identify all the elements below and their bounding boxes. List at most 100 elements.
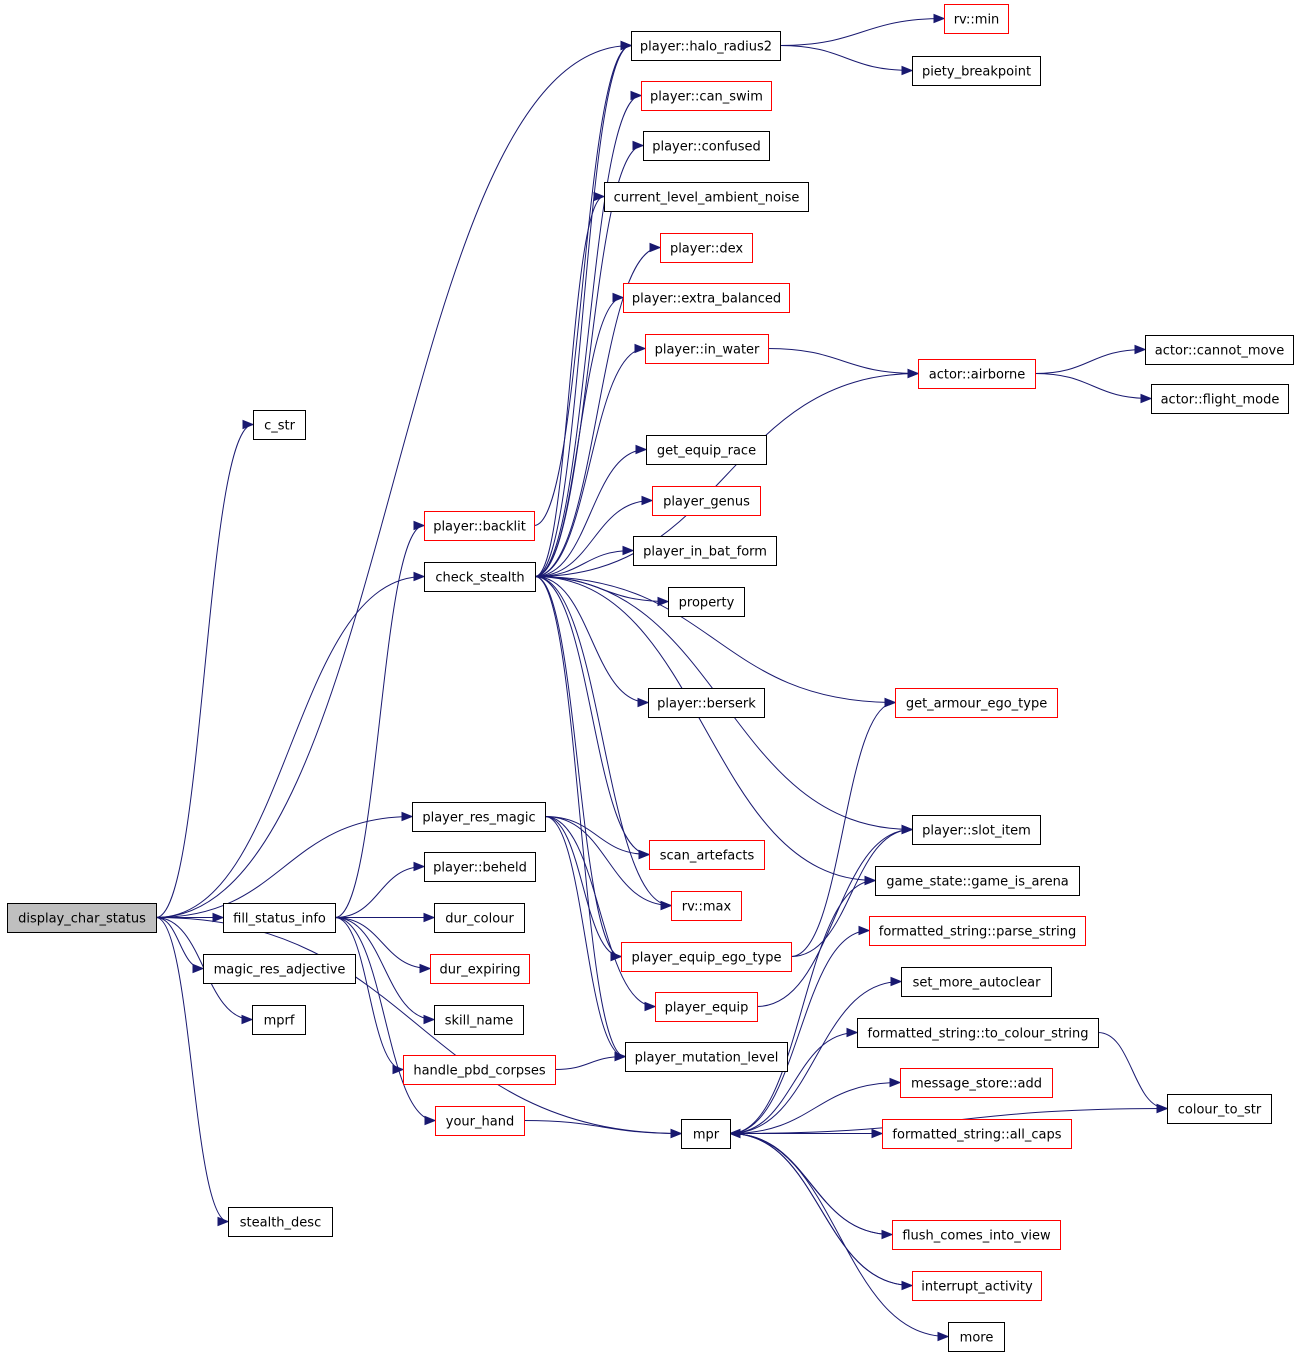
node-set_more_autoclear[interactable]: set_more_autoclear bbox=[901, 967, 1052, 997]
node-box-player_extra_balanced[interactable] bbox=[623, 283, 790, 313]
node-game_state_game_is_arena[interactable]: game_state::game_is_arena bbox=[875, 866, 1080, 896]
node-handle_pbd_corpses[interactable]: handle_pbd_corpses bbox=[403, 1055, 556, 1085]
node-player_in_bat_form[interactable]: player_in_bat_form bbox=[633, 536, 777, 566]
node-box-piety_breakpoint[interactable] bbox=[912, 56, 1041, 86]
node-box-actor_cannot_move[interactable] bbox=[1145, 335, 1294, 365]
node-get_armour_ego_type[interactable]: get_armour_ego_type bbox=[895, 688, 1058, 718]
node-more[interactable]: more bbox=[948, 1322, 1005, 1352]
node-box-player_confused[interactable] bbox=[643, 131, 770, 161]
node-player_genus[interactable]: player_genus bbox=[652, 486, 761, 516]
node-box-formatted_string_to_colour_string[interactable] bbox=[857, 1018, 1099, 1048]
node-magic_res_adjective[interactable]: magic_res_adjective bbox=[203, 954, 356, 984]
node-box-player_halo_radius2[interactable] bbox=[631, 31, 781, 61]
node-box-current_level_ambient_noise[interactable] bbox=[604, 182, 809, 212]
node-box-c_str[interactable] bbox=[253, 410, 306, 440]
node-current_level_ambient_noise[interactable]: current_level_ambient_noise bbox=[604, 182, 809, 212]
node-player_beheld[interactable]: player::beheld bbox=[424, 852, 536, 882]
node-box-get_equip_race[interactable] bbox=[646, 435, 767, 465]
node-box-set_more_autoclear[interactable] bbox=[901, 967, 1052, 997]
node-piety_breakpoint[interactable]: piety_breakpoint bbox=[912, 56, 1041, 86]
node-box-your_hand[interactable] bbox=[435, 1106, 525, 1136]
node-player_extra_balanced[interactable]: player::extra_balanced bbox=[623, 283, 790, 313]
node-box-player_mutation_level[interactable] bbox=[625, 1042, 788, 1072]
node-box-display_char_status[interactable] bbox=[7, 903, 157, 933]
node-player_equip_ego_type[interactable]: player_equip_ego_type bbox=[621, 942, 792, 972]
node-box-magic_res_adjective[interactable] bbox=[203, 954, 356, 984]
node-box-formatted_string_all_caps[interactable] bbox=[882, 1119, 1072, 1149]
node-dur_colour[interactable]: dur_colour bbox=[434, 903, 525, 933]
node-player_in_water[interactable]: player::in_water bbox=[645, 334, 769, 364]
node-box-player_in_water[interactable] bbox=[645, 334, 769, 364]
node-box-player_equip_ego_type[interactable] bbox=[621, 942, 792, 972]
node-box-player_in_bat_form[interactable] bbox=[633, 536, 777, 566]
node-box-dur_expiring[interactable] bbox=[430, 954, 530, 984]
node-box-colour_to_str[interactable] bbox=[1167, 1094, 1272, 1124]
node-interrupt_activity[interactable]: interrupt_activity bbox=[912, 1271, 1042, 1301]
node-box-player_res_magic[interactable] bbox=[412, 802, 546, 832]
node-box-mpr[interactable] bbox=[681, 1119, 731, 1149]
node-box-player_genus[interactable] bbox=[652, 486, 761, 516]
node-player_backlit[interactable]: player::backlit bbox=[424, 511, 535, 541]
node-scan_artefacts[interactable]: scan_artefacts bbox=[649, 840, 765, 870]
node-property[interactable]: property bbox=[668, 587, 745, 617]
node-box-message_store_add[interactable] bbox=[900, 1068, 1053, 1098]
node-c_str[interactable]: c_str bbox=[253, 410, 306, 440]
node-box-player_slot_item[interactable] bbox=[912, 815, 1041, 845]
node-mprf[interactable]: mprf bbox=[252, 1005, 306, 1035]
node-actor_flight_mode[interactable]: actor::flight_mode bbox=[1151, 384, 1289, 414]
node-box-dur_colour[interactable] bbox=[434, 903, 525, 933]
node-box-player_beheld[interactable] bbox=[424, 852, 536, 882]
node-rv_max[interactable]: rv::max bbox=[671, 891, 742, 921]
node-player_can_swim[interactable]: player::can_swim bbox=[641, 81, 772, 111]
node-box-rv_max[interactable] bbox=[671, 891, 742, 921]
node-box-mprf[interactable] bbox=[252, 1005, 306, 1035]
node-box-player_backlit[interactable] bbox=[424, 511, 535, 541]
node-skill_name[interactable]: skill_name bbox=[434, 1005, 524, 1035]
node-check_stealth[interactable]: check_stealth bbox=[424, 562, 536, 592]
node-box-stealth_desc[interactable] bbox=[228, 1207, 333, 1237]
node-box-fill_status_info[interactable] bbox=[223, 903, 336, 933]
node-formatted_string_to_colour_string[interactable]: formatted_string::to_colour_string bbox=[857, 1018, 1099, 1048]
node-colour_to_str[interactable]: colour_to_str bbox=[1167, 1094, 1272, 1124]
node-box-rv_min[interactable] bbox=[944, 4, 1009, 34]
node-flush_comes_into_view[interactable]: flush_comes_into_view bbox=[892, 1220, 1061, 1250]
node-box-scan_artefacts[interactable] bbox=[649, 840, 765, 870]
node-get_equip_race[interactable]: get_equip_race bbox=[646, 435, 767, 465]
node-actor_airborne[interactable]: actor::airborne bbox=[918, 359, 1036, 389]
node-player_res_magic[interactable]: player_res_magic bbox=[412, 802, 546, 832]
node-fill_status_info[interactable]: fill_status_info bbox=[223, 903, 336, 933]
node-formatted_string_parse_string[interactable]: formatted_string::parse_string bbox=[869, 916, 1086, 946]
node-display_char_status[interactable]: display_char_status bbox=[7, 903, 157, 933]
node-your_hand[interactable]: your_hand bbox=[435, 1106, 525, 1136]
node-player_berserk[interactable]: player::berserk bbox=[648, 688, 765, 718]
node-dur_expiring[interactable]: dur_expiring bbox=[430, 954, 530, 984]
node-message_store_add[interactable]: message_store::add bbox=[900, 1068, 1053, 1098]
node-rv_min[interactable]: rv::min bbox=[944, 4, 1009, 34]
node-box-formatted_string_parse_string[interactable] bbox=[869, 916, 1086, 946]
node-box-player_dex[interactable] bbox=[660, 233, 753, 263]
node-box-player_equip[interactable] bbox=[655, 992, 758, 1022]
node-player_confused[interactable]: player::confused bbox=[643, 131, 770, 161]
node-box-game_state_game_is_arena[interactable] bbox=[875, 866, 1080, 896]
node-box-player_berserk[interactable] bbox=[648, 688, 765, 718]
node-box-more[interactable] bbox=[948, 1322, 1005, 1352]
node-box-get_armour_ego_type[interactable] bbox=[895, 688, 1058, 718]
node-box-property[interactable] bbox=[668, 587, 745, 617]
node-box-actor_flight_mode[interactable] bbox=[1151, 384, 1289, 414]
node-player_slot_item[interactable]: player::slot_item bbox=[912, 815, 1041, 845]
node-box-actor_airborne[interactable] bbox=[918, 359, 1036, 389]
node-player_dex[interactable]: player::dex bbox=[660, 233, 753, 263]
node-box-player_can_swim[interactable] bbox=[641, 81, 772, 111]
node-player_mutation_level[interactable]: player_mutation_level bbox=[625, 1042, 788, 1072]
node-box-handle_pbd_corpses[interactable] bbox=[403, 1055, 556, 1085]
node-box-check_stealth[interactable] bbox=[424, 562, 536, 592]
node-box-flush_comes_into_view[interactable] bbox=[892, 1220, 1061, 1250]
node-box-interrupt_activity[interactable] bbox=[912, 1271, 1042, 1301]
node-actor_cannot_move[interactable]: actor::cannot_move bbox=[1145, 335, 1294, 365]
node-box-skill_name[interactable] bbox=[434, 1005, 524, 1035]
node-formatted_string_all_caps[interactable]: formatted_string::all_caps bbox=[882, 1119, 1072, 1149]
node-player_halo_radius2[interactable]: player::halo_radius2 bbox=[631, 31, 781, 61]
node-stealth_desc[interactable]: stealth_desc bbox=[228, 1207, 333, 1237]
node-player_equip[interactable]: player_equip bbox=[655, 992, 758, 1022]
node-mpr[interactable]: mpr bbox=[681, 1119, 731, 1149]
